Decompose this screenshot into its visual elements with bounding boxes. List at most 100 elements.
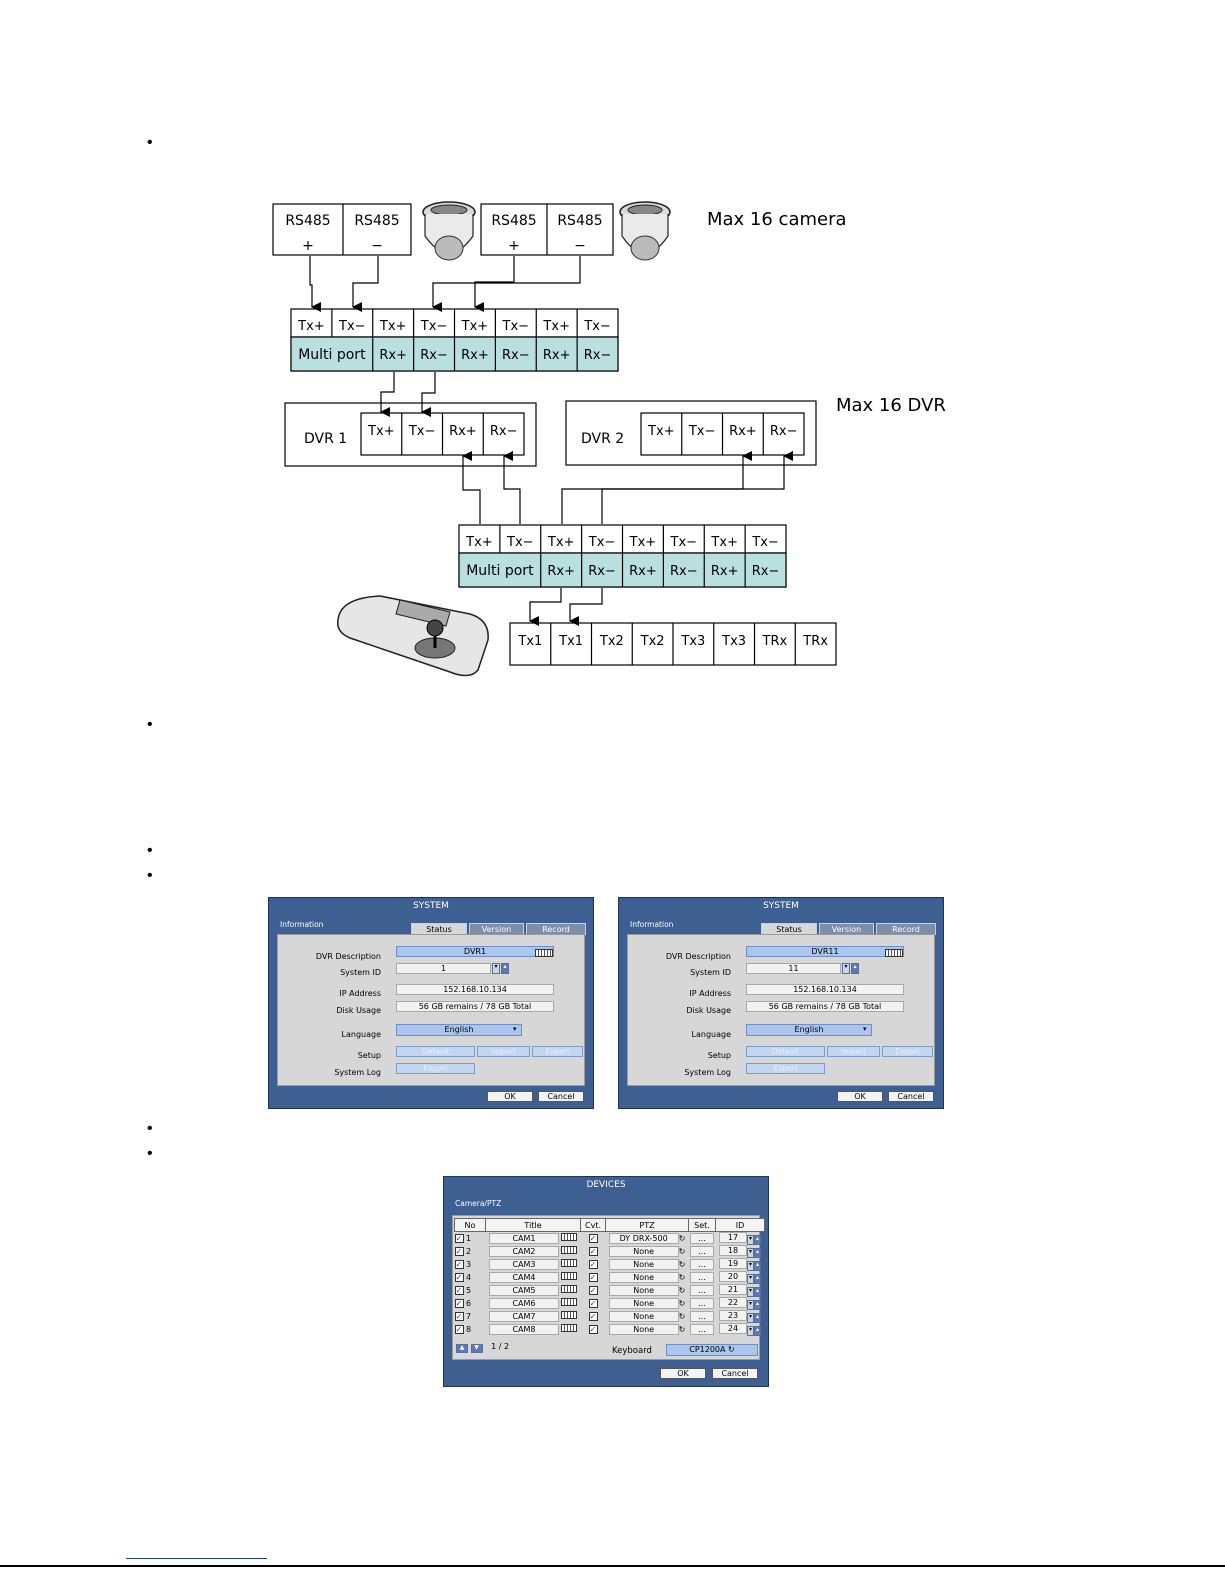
settings-button[interactable]: ... (690, 1311, 714, 1323)
settings-button[interactable]: ... (690, 1285, 714, 1297)
title-field[interactable]: CAM7 (489, 1311, 559, 1323)
setup-default-button[interactable]: Default (746, 1046, 825, 1057)
keyboard-icon[interactable] (561, 1272, 577, 1281)
spin-up-button[interactable]: ▴ (501, 963, 509, 974)
tab-status[interactable]: Status (411, 923, 467, 935)
language-select[interactable]: English (746, 1024, 872, 1036)
system-id-field[interactable]: 11 (746, 963, 841, 974)
spin-down-button[interactable]: ▾ (747, 1326, 754, 1337)
system-id-field[interactable]: 1 (396, 963, 491, 974)
keyboard-icon[interactable] (561, 1298, 577, 1307)
spin-up-button[interactable]: ▴ (851, 963, 859, 974)
setup-default-button[interactable]: Default (396, 1046, 475, 1057)
enable-checkbox[interactable]: ✓ (454, 1260, 464, 1270)
enable-checkbox[interactable]: ✓ (454, 1234, 464, 1244)
id-field[interactable]: 22 (719, 1297, 747, 1309)
spin-up-button[interactable]: ▴ (754, 1274, 761, 1285)
spin-down-button[interactable]: ▾ (842, 963, 850, 974)
cycle-icon[interactable]: ↻ (678, 1273, 686, 1283)
keyboard-icon[interactable] (561, 1285, 577, 1294)
ptz-field[interactable]: None (608, 1246, 679, 1258)
cycle-icon[interactable]: ↻ (678, 1247, 686, 1257)
enable-checkbox[interactable]: ✓ (454, 1286, 464, 1296)
spin-down-button[interactable]: ▾ (747, 1300, 754, 1311)
keyboard-icon[interactable] (535, 949, 553, 957)
settings-button[interactable]: ... (690, 1298, 714, 1310)
settings-button[interactable]: ... (690, 1272, 714, 1284)
keyboard-icon[interactable] (561, 1246, 577, 1255)
setup-export-button[interactable]: Export (882, 1046, 933, 1057)
enable-checkbox[interactable]: ✓ (454, 1325, 464, 1335)
page-down-button[interactable]: ▼ (470, 1344, 483, 1353)
title-field[interactable]: CAM2 (489, 1246, 559, 1258)
ok-button[interactable]: OK (487, 1091, 533, 1102)
convert-checkbox[interactable]: ✓ (588, 1273, 598, 1283)
setup-import-button[interactable]: Import (477, 1046, 530, 1057)
ptz-field[interactable]: None (608, 1324, 679, 1336)
title-field[interactable]: CAM8 (489, 1324, 559, 1336)
title-field[interactable]: CAM1 (489, 1233, 559, 1245)
spin-down-button[interactable]: ▾ (747, 1287, 754, 1298)
cancel-button[interactable]: Cancel (888, 1091, 934, 1102)
spin-up-button[interactable]: ▴ (754, 1235, 761, 1246)
convert-checkbox[interactable]: ✓ (588, 1299, 598, 1309)
id-field[interactable]: 18 (719, 1245, 747, 1257)
ptz-field[interactable]: None (608, 1285, 679, 1297)
ptz-field[interactable]: None (608, 1272, 679, 1284)
system-log-export-button[interactable]: Export (746, 1063, 825, 1074)
spin-up-button[interactable]: ▴ (754, 1326, 761, 1337)
spin-up-button[interactable]: ▴ (754, 1248, 761, 1259)
settings-button[interactable]: ... (690, 1259, 714, 1271)
id-field[interactable]: 23 (719, 1310, 747, 1322)
ptz-field[interactable]: DY DRX-500 (608, 1233, 679, 1245)
spin-down-button[interactable]: ▾ (747, 1248, 754, 1259)
spin-up-button[interactable]: ▴ (754, 1287, 761, 1298)
spin-down-button[interactable]: ▾ (747, 1313, 754, 1324)
id-field[interactable]: 17 (719, 1232, 747, 1244)
id-field[interactable]: 21 (719, 1284, 747, 1296)
enable-checkbox[interactable]: ✓ (454, 1247, 464, 1257)
convert-checkbox[interactable]: ✓ (588, 1260, 598, 1270)
title-field[interactable]: CAM4 (489, 1272, 559, 1284)
spin-down-button[interactable]: ▾ (492, 963, 500, 974)
spin-down-button[interactable]: ▾ (747, 1235, 754, 1246)
ok-button[interactable]: OK (837, 1091, 883, 1102)
enable-checkbox[interactable]: ✓ (454, 1273, 464, 1283)
convert-checkbox[interactable]: ✓ (588, 1312, 598, 1322)
ptz-field[interactable]: None (608, 1298, 679, 1310)
id-field[interactable]: 19 (719, 1258, 747, 1270)
id-field[interactable]: 20 (719, 1271, 747, 1283)
convert-checkbox[interactable]: ✓ (588, 1325, 598, 1335)
convert-checkbox[interactable]: ✓ (588, 1286, 598, 1296)
keyboard-icon[interactable] (885, 949, 903, 957)
system-log-export-button[interactable]: Export (396, 1063, 475, 1074)
ptz-field[interactable]: None (608, 1311, 679, 1323)
cycle-icon[interactable]: ↻ (678, 1234, 686, 1244)
convert-checkbox[interactable]: ✓ (588, 1234, 598, 1244)
tab-status[interactable]: Status (761, 923, 817, 935)
title-field[interactable]: CAM3 (489, 1259, 559, 1271)
page-up-button[interactable]: ▲ (456, 1344, 468, 1353)
cycle-icon[interactable]: ↻ (678, 1325, 686, 1335)
id-field[interactable]: 24 (719, 1323, 747, 1335)
title-field[interactable]: CAM6 (489, 1298, 559, 1310)
ok-button[interactable]: OK (660, 1368, 706, 1379)
cancel-button[interactable]: Cancel (538, 1091, 584, 1102)
spin-up-button[interactable]: ▴ (754, 1300, 761, 1311)
language-select[interactable]: English (396, 1024, 522, 1036)
cancel-button[interactable]: Cancel (712, 1368, 758, 1379)
ptz-field[interactable]: None (608, 1259, 679, 1271)
keyboard-icon[interactable] (561, 1259, 577, 1268)
spin-down-button[interactable]: ▾ (747, 1274, 754, 1285)
cycle-icon[interactable]: ↻ (678, 1312, 686, 1322)
settings-button[interactable]: ... (690, 1324, 714, 1336)
convert-checkbox[interactable]: ✓ (588, 1247, 598, 1257)
keyboard-icon[interactable] (561, 1233, 577, 1242)
dvr-description-field[interactable]: DVR1 (396, 946, 554, 957)
spin-down-button[interactable]: ▾ (747, 1261, 754, 1272)
spin-up-button[interactable]: ▴ (754, 1313, 761, 1324)
cycle-icon[interactable]: ↻ (678, 1260, 686, 1270)
spin-up-button[interactable]: ▴ (754, 1261, 761, 1272)
enable-checkbox[interactable]: ✓ (454, 1312, 464, 1322)
cycle-icon[interactable]: ↻ (678, 1286, 686, 1296)
